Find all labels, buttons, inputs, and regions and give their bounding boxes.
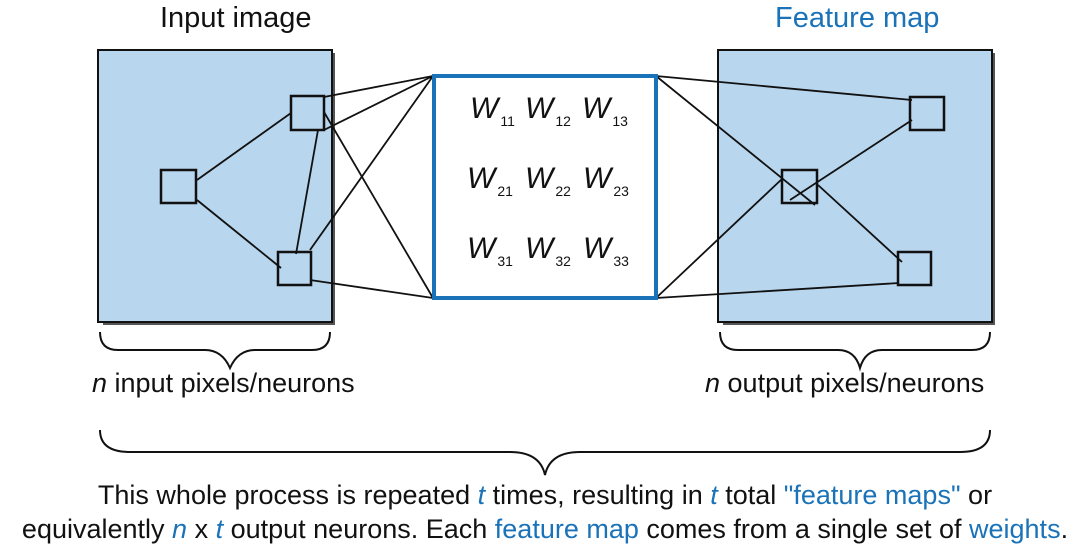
process-brace (99, 429, 991, 476)
input-image-title: Input image (160, 2, 312, 34)
output-pixel-square (908, 95, 946, 132)
connection-lines (196, 75, 913, 299)
output-pixels-label: n output pixels/neurons (705, 368, 985, 398)
output-pixel-square (780, 168, 819, 205)
input-pixel-square (159, 168, 198, 205)
output-pixel-square (896, 250, 933, 287)
input-pixels-label: n input pixels/neurons (92, 368, 355, 398)
caption-line-2: equivalently n x t output neurons. Each … (21, 514, 1069, 544)
feature-map-panel (717, 49, 993, 323)
input-pixel-square (276, 250, 313, 287)
kernel-weights-box (432, 74, 658, 300)
input-brace (99, 331, 331, 371)
input-pixel-square (289, 94, 326, 132)
input-image-panel (97, 49, 333, 323)
output-brace (719, 331, 991, 372)
feature-map-title: Feature map (775, 2, 940, 34)
caption-line-1: This whole process is repeated t times, … (97, 480, 993, 510)
